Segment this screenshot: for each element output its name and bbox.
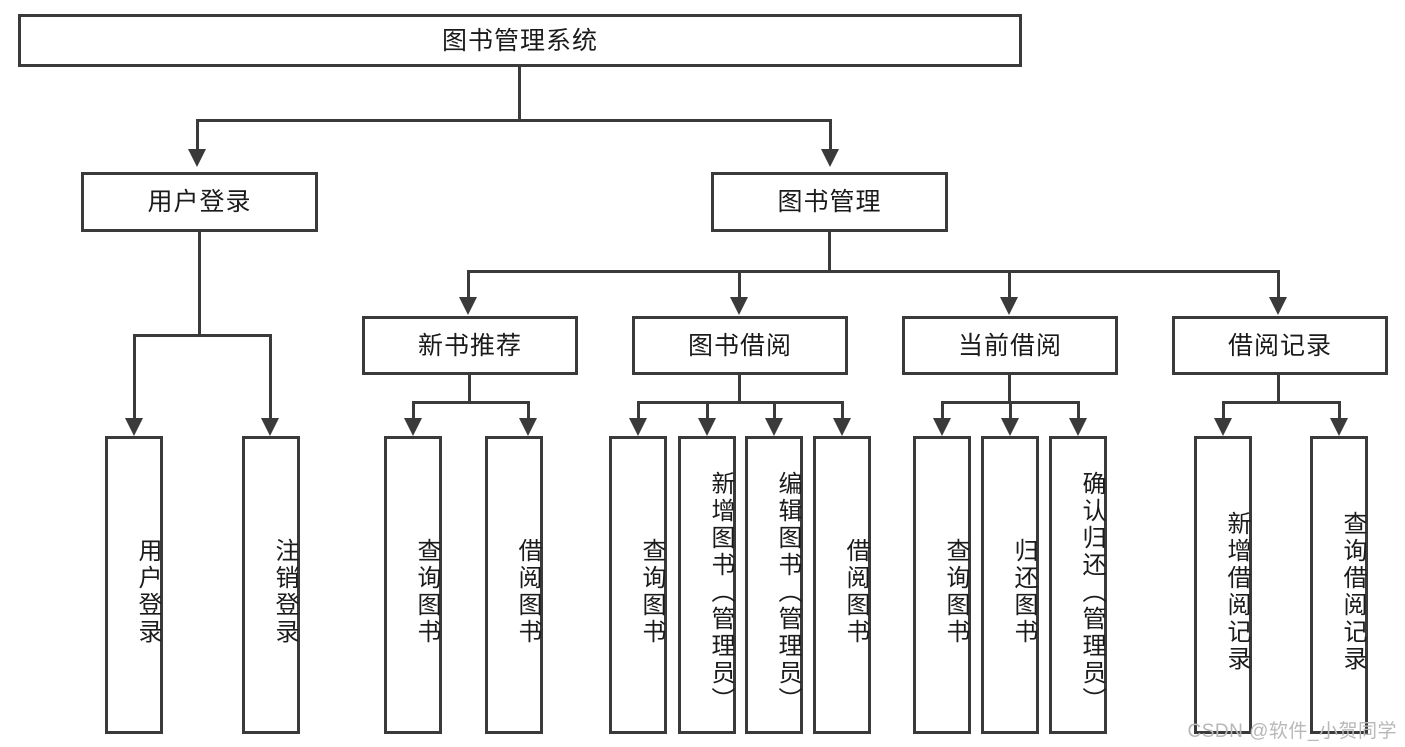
node-user-login[interactable]: 用户登录 [81, 172, 318, 232]
connector-root-to-book-manage [829, 119, 832, 149]
node-borrow-records[interactable]: 借阅记录 [1172, 316, 1388, 375]
leaf-label: 新增借阅记录 [1223, 511, 1250, 673]
leaf-query-book-recommend[interactable]: 查询图书 [384, 436, 442, 734]
connector-to-book-borrow [738, 270, 741, 297]
arrowhead-book-borrow [730, 297, 748, 315]
leaf-label: 用户登录 [134, 538, 161, 646]
leaf-logout[interactable]: 注销登录 [242, 436, 300, 734]
node-new-book-recommend[interactable]: 新书推荐 [362, 316, 578, 375]
connector-root-stem [518, 67, 521, 119]
arrowhead-nb-leaf-2 [519, 418, 537, 436]
connector-new-book-leaf-1 [412, 401, 415, 418]
connector-user-login-stem [198, 232, 201, 334]
leaf-query-book-current[interactable]: 查询图书 [913, 436, 971, 734]
connector-bb-leaf-2 [706, 401, 709, 418]
connector-book-manage-bus [467, 270, 1280, 273]
connector-new-book-bus [412, 401, 530, 404]
connector-bb-leaf-1 [637, 401, 640, 418]
leaf-label: 查询借阅记录 [1339, 511, 1366, 673]
arrowhead-leaf-logout [261, 418, 279, 436]
connector-root-bus [196, 119, 832, 122]
connector-to-current-borrow [1008, 270, 1011, 297]
arrowhead-book-manage [821, 149, 839, 167]
connector-to-new-book [467, 270, 470, 297]
leaf-query-book-borrow[interactable]: 查询图书 [609, 436, 667, 734]
leaf-label: 新增图书（管理员） [707, 470, 734, 714]
node-book-borrow[interactable]: 图书借阅 [632, 316, 848, 375]
arrowhead-bb-leaf-2 [698, 418, 716, 436]
csdn-watermark: CSDN @软件_小贺同学 [1187, 721, 1397, 742]
connector-user-login-leaf-1 [133, 334, 136, 418]
arrowhead-bb-leaf-4 [833, 418, 851, 436]
arrowhead-borrow-records [1269, 297, 1287, 315]
leaf-label: 借阅图书 [514, 538, 541, 646]
arrowhead-current-borrow [1000, 297, 1018, 315]
leaf-borrow-book[interactable]: 借阅图书 [813, 436, 871, 734]
arrowhead-bb-leaf-1 [629, 418, 647, 436]
leaf-borrow-book-recommend[interactable]: 借阅图书 [485, 436, 543, 734]
arrowhead-br-leaf-2 [1330, 418, 1348, 436]
node-root-system[interactable]: 图书管理系统 [18, 14, 1022, 67]
arrowhead-new-book [459, 297, 477, 315]
leaf-label: 归还图书 [1010, 538, 1037, 646]
connector-cb-leaf-2 [1009, 401, 1012, 418]
connector-borrow-records-stem [1277, 375, 1280, 401]
leaf-confirm-return-admin[interactable]: 确认归还（管理员） [1049, 436, 1107, 734]
arrowhead-user-login [188, 149, 206, 167]
arrowhead-nb-leaf-1 [404, 418, 422, 436]
connector-current-borrow-stem [1008, 375, 1011, 401]
leaf-label: 查询图书 [413, 538, 440, 646]
leaf-label: 注销登录 [271, 538, 298, 646]
leaf-user-login[interactable]: 用户登录 [105, 436, 163, 734]
connector-br-leaf-2 [1338, 401, 1341, 418]
leaf-query-borrow-record[interactable]: 查询借阅记录 [1310, 436, 1368, 734]
leaf-label: 确认归还（管理员） [1078, 470, 1105, 714]
arrowhead-leaf-user-login [125, 418, 143, 436]
connector-to-borrow-records [1277, 270, 1280, 297]
arrowhead-cb-leaf-1 [933, 418, 951, 436]
connector-root-to-user-login [196, 119, 199, 149]
leaf-label: 编辑图书（管理员） [774, 470, 801, 714]
connector-book-borrow-bus [637, 401, 844, 404]
arrowhead-bb-leaf-3 [765, 418, 783, 436]
leaf-add-book-admin[interactable]: 新增图书（管理员） [678, 436, 736, 734]
connector-user-login-leaf-2 [269, 334, 272, 418]
connector-new-book-leaf-2 [527, 401, 530, 418]
connector-book-manage-stem [828, 232, 831, 270]
connector-br-leaf-1 [1222, 401, 1225, 418]
connector-cb-leaf-1 [941, 401, 944, 418]
arrowhead-cb-leaf-2 [1001, 418, 1019, 436]
leaf-label: 查询图书 [942, 538, 969, 646]
connector-borrow-records-bus [1222, 401, 1341, 404]
arrowhead-br-leaf-1 [1214, 418, 1232, 436]
connector-cb-leaf-3 [1077, 401, 1080, 418]
connector-new-book-stem [468, 375, 471, 401]
leaf-add-borrow-record[interactable]: 新增借阅记录 [1194, 436, 1252, 734]
node-book-manage[interactable]: 图书管理 [711, 172, 948, 232]
node-current-borrow[interactable]: 当前借阅 [902, 316, 1118, 375]
connector-user-login-bus [133, 334, 271, 337]
connector-book-borrow-stem [738, 375, 741, 401]
leaf-label: 借阅图书 [842, 538, 869, 646]
leaf-edit-book-admin[interactable]: 编辑图书（管理员） [745, 436, 803, 734]
arrowhead-cb-leaf-3 [1069, 418, 1087, 436]
connector-bb-leaf-4 [841, 401, 844, 418]
leaf-return-book[interactable]: 归还图书 [981, 436, 1039, 734]
connector-bb-leaf-3 [773, 401, 776, 418]
leaf-label: 查询图书 [638, 538, 665, 646]
